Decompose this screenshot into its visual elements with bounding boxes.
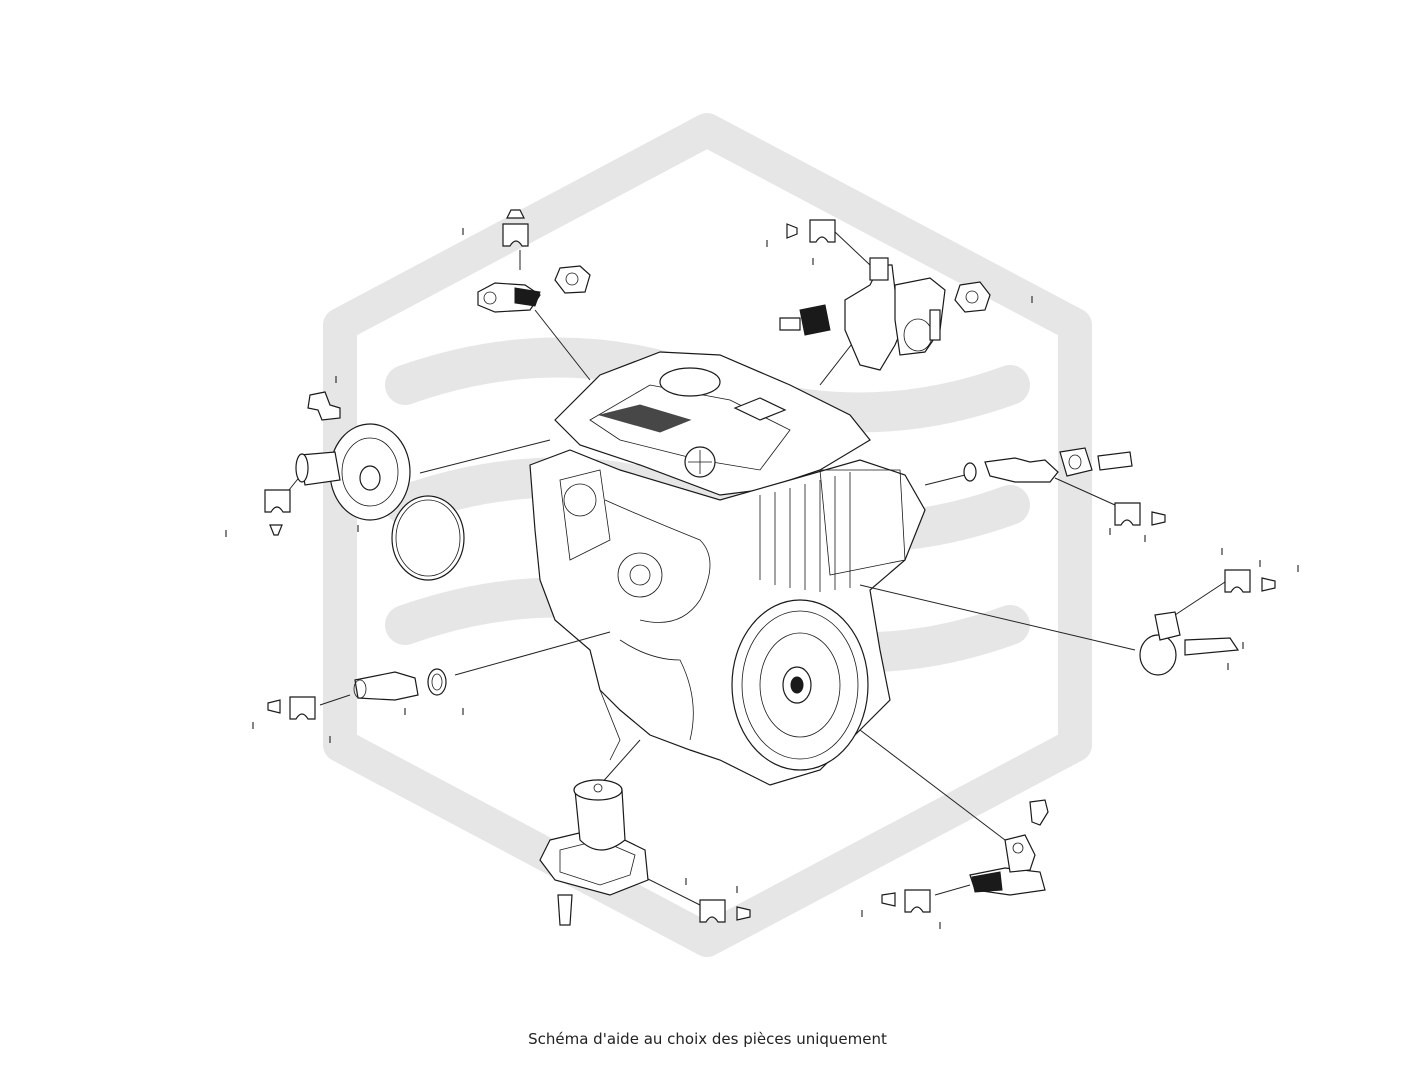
reference-ticks <box>225 228 1299 929</box>
o-ring-icon <box>427 668 447 696</box>
sensor-icon <box>353 671 419 701</box>
diagram-caption: Schéma d'aide au choix des pièces unique… <box>528 1030 887 1048</box>
oil-filter-icon <box>539 779 649 926</box>
sensor-icon <box>1139 611 1240 676</box>
sensor-icon <box>969 799 1049 896</box>
o-ring-icon <box>391 495 465 581</box>
bolt-icon <box>954 281 991 313</box>
sensor-icon <box>295 391 411 521</box>
connector-icon <box>264 209 1276 923</box>
engine-icon <box>529 351 926 786</box>
bolt-icon <box>554 265 591 294</box>
flywheel-icon <box>731 599 869 771</box>
sensor-icon <box>477 282 541 313</box>
sensor-icon <box>963 447 1133 483</box>
sensor-icon <box>779 257 946 371</box>
